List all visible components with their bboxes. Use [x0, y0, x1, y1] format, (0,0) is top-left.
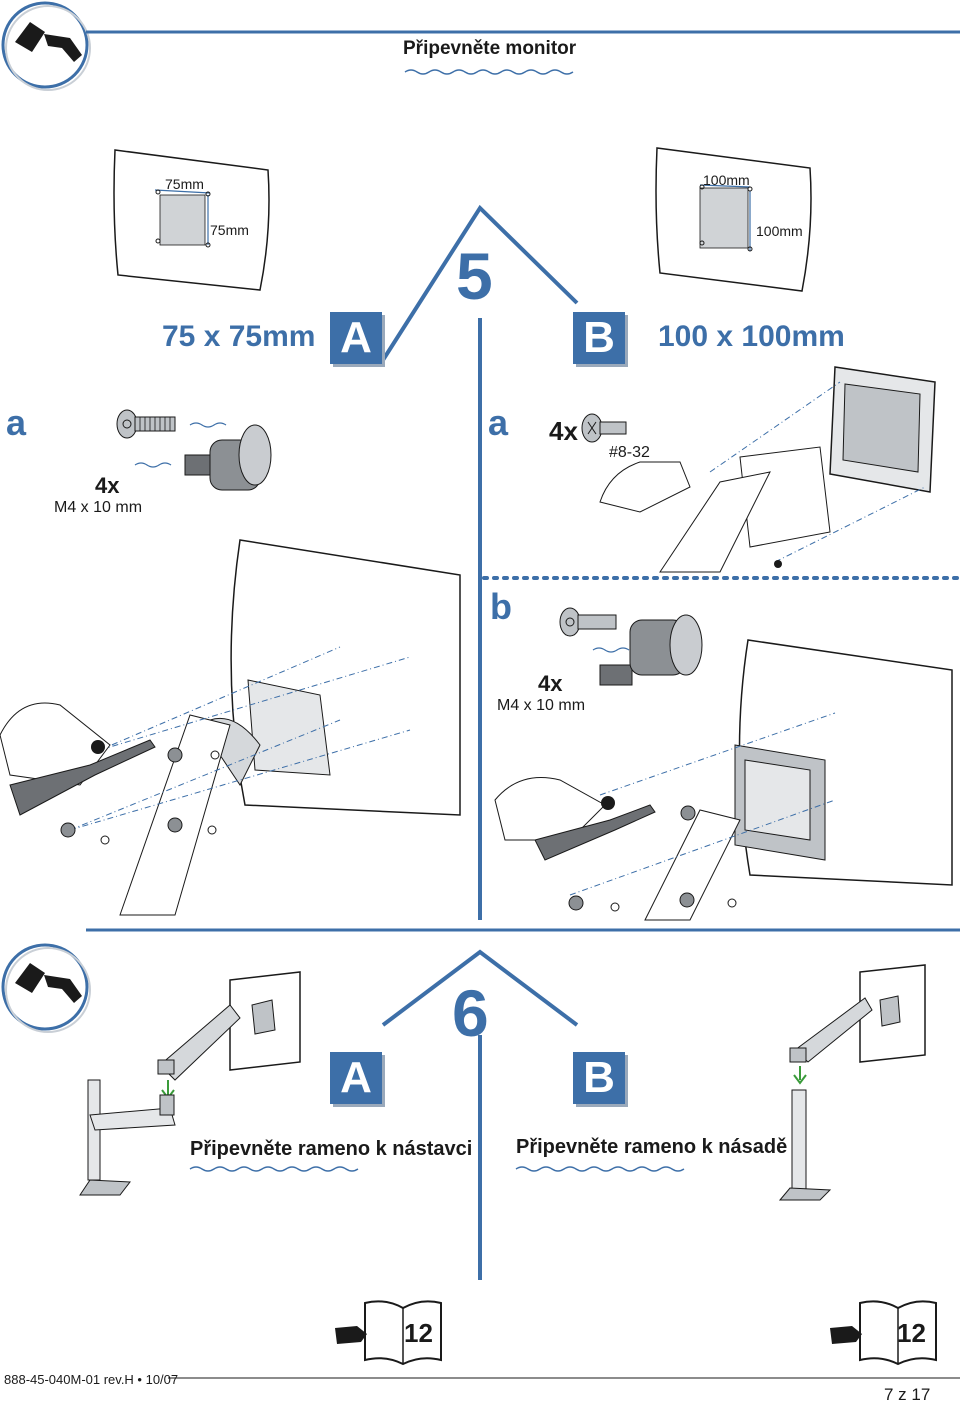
dimension-label-horizontal-b: 100mm	[703, 172, 750, 188]
monitor-back-75-illustration	[113, 149, 270, 291]
book-reference-icon-left	[335, 1300, 442, 1366]
screw-and-spacer-icon	[116, 409, 272, 491]
page-number: 7 z 17	[884, 1385, 931, 1404]
vesa-75-assembly-illustration	[0, 539, 461, 916]
step6-divider	[1, 928, 960, 1280]
screw-and-spacer-icon-b	[559, 607, 703, 686]
footer-rule	[168, 1377, 960, 1379]
substep-letter-a: a	[6, 402, 27, 443]
option-badge-b: B	[573, 312, 625, 364]
dimension-label-vertical-b: 100mm	[756, 223, 803, 239]
dimension-label-horizontal: 75mm	[165, 176, 204, 192]
book-reference-icon-right	[830, 1300, 937, 1366]
dimension-label-vertical: 75mm	[210, 222, 249, 238]
caption-option-a: Připevněte rameno k nástavci	[190, 1138, 473, 1160]
vesa-adapter-plate-illustration	[599, 366, 936, 573]
quantity-label-bb: 4x	[538, 671, 563, 696]
screw-spec-label-bb: M4 x 10 mm	[497, 697, 586, 714]
monitor-back-100-illustration	[655, 147, 812, 292]
screw-spec-label-b: #8-32	[609, 444, 650, 461]
option-badge-a: A	[330, 312, 382, 364]
arm-on-pole-illustration-b	[778, 964, 926, 1201]
quantity-label-b: 4x	[549, 416, 578, 446]
document-code: 888-45-040M-01 rev.H • 10/07	[4, 1372, 179, 1387]
small-screw-icon	[581, 413, 627, 443]
caption-option-b: Připevněte rameno k násadě	[516, 1136, 788, 1158]
size-label-100: 100 x 100mm	[658, 320, 845, 353]
monitor-arm-icon	[1, 1, 960, 91]
step5-divider	[381, 204, 960, 920]
page-title: Připevněte monitor	[403, 38, 577, 59]
reference-page-left: 12	[404, 1318, 433, 1348]
step-number-6: 6	[452, 976, 489, 1050]
screw-spec-label: M4 x 10 mm	[54, 499, 143, 516]
substep-letter-b: b	[490, 586, 512, 627]
option-badge-b-6: B	[573, 1052, 625, 1104]
step-number-5: 5	[456, 239, 493, 313]
option-badge-a-6: A	[330, 1052, 382, 1104]
arm-on-post-illustration-a	[79, 971, 301, 1196]
size-label-75: 75 x 75mm	[162, 320, 316, 353]
vesa-100-assembly-illustration	[494, 639, 953, 921]
substep-letter-a-b: a	[488, 402, 509, 443]
quantity-label: 4x	[95, 473, 120, 498]
reference-page-right: 12	[897, 1318, 926, 1348]
